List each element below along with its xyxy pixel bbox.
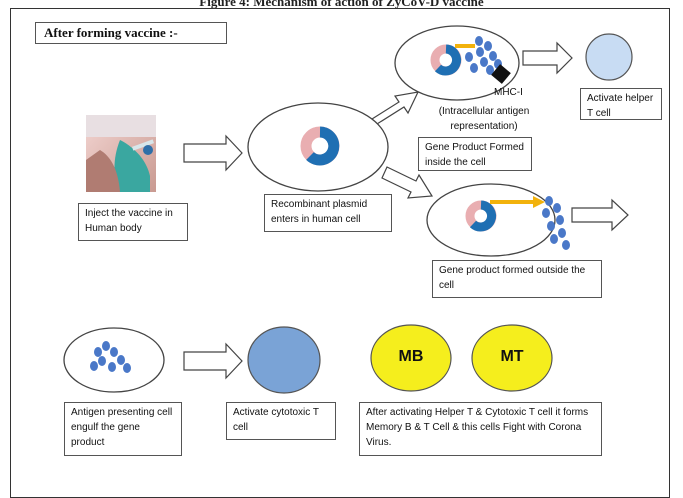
inject-label: Inject the vaccine in Human body	[78, 203, 188, 241]
section-title: After forming vaccine :-	[35, 22, 227, 44]
cytotoxic-t-cell	[247, 326, 321, 394]
cytotoxic-label: Activate cytotoxic T cell	[226, 402, 336, 440]
intracellular-antigen-dots	[465, 36, 502, 75]
mhc-receptor-icon	[491, 64, 511, 84]
vaccine-injection-photo	[86, 115, 156, 192]
memory-label: After activating Helper T & Cytotoxic T …	[359, 402, 602, 456]
antigen-presenting-cell	[63, 327, 165, 393]
helper-label: Activate helper T cell	[580, 88, 662, 120]
gene-outside-label: Gene product formed outside the cell	[432, 260, 602, 298]
memory-t-cell-label: MT	[500, 348, 524, 365]
gene-inside-label: Gene Product Formed inside the cell	[418, 137, 532, 171]
arrow-inject-to-cell	[183, 134, 243, 172]
arrow-to-top-cell	[371, 91, 420, 125]
plasmid-ring	[300, 126, 340, 166]
secreting-cell	[426, 183, 556, 257]
apc-label: Antigen presenting cell engulf the gene …	[64, 402, 182, 456]
arrow-to-bottom-cell	[381, 166, 434, 199]
figure-caption: Figure 4: Mechanism of action of ZyCoV-D…	[199, 0, 484, 9]
human-cell	[247, 102, 389, 192]
memory-t-cell	[471, 324, 553, 392]
arrow-outside-release	[571, 198, 629, 232]
arrow-apc-to-cytotoxic	[183, 342, 243, 380]
memory-b-cell-label: MB	[398, 348, 424, 365]
helper-t-cell	[585, 33, 633, 81]
mhc-label: MHC-I	[494, 87, 523, 98]
plasmid-label: Recombinant plasmid enters in human cell	[264, 194, 392, 232]
extracellular-antigen-dots	[542, 196, 570, 250]
arrow-to-helper	[522, 41, 573, 75]
memory-b-cell	[370, 324, 452, 392]
intracellular-label: (Intracellular antigen representation)	[438, 106, 530, 132]
